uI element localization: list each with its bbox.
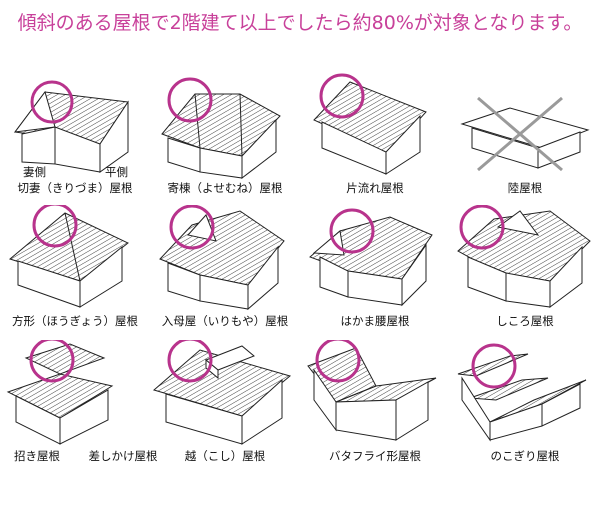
sawtooth-roof-illustration [450,340,600,450]
roof-label: 陸屋根 [450,180,600,196]
roof-label: 越（こし）屋根 [150,448,300,464]
roof-hakamagoshi: はかま腰屋根 [300,205,450,355]
roof-pyramid: 方形（ほうぎょう）屋根 [0,205,150,355]
eave-side-label: 平側 [105,164,128,180]
roof-label: しころ屋根 [450,313,600,329]
koshi-roof-illustration [150,340,300,450]
roof-hip: 寄棟（よせむね）屋根 [150,72,300,222]
maneki-roof-illustration [0,340,150,450]
roof-label: はかま腰屋根 [300,313,450,329]
roof-koshi: 越（こし）屋根 [150,340,300,490]
roof-label: 切妻（きりづま）屋根 [0,180,150,196]
roof-irimoya: 入母屋（いりもや）屋根 [150,205,300,355]
roof-butterfly: バタフライ形屋根 [300,340,450,490]
headline: 傾斜のある屋根で2階建て以上でしたら約80%が対象となります。 [0,8,600,38]
roof-label: のこぎり屋根 [450,448,600,464]
hakamagoshi-roof-illustration [300,205,450,315]
irimoya-roof-illustration [150,205,300,315]
butterfly-roof-illustration [300,340,450,450]
roof-label: バタフライ形屋根 [300,448,450,464]
shed-roof-illustration [300,72,450,182]
roof-shed: 片流れ屋根 [300,72,450,222]
roof-sawtooth: のこぎり屋根 [450,340,600,490]
shikoro-roof-illustration [450,205,600,315]
roof-flat: 陸屋根 [450,72,600,222]
pyramid-roof-illustration [0,205,150,315]
roof-shikoro: しころ屋根 [450,205,600,355]
roof-maneki-sashikake: 招き屋根 差しかけ屋根 [0,340,150,490]
roof-label: 方形（ほうぎょう）屋根 [0,313,150,329]
gable-end-label: 妻側 [23,164,46,180]
roof-label: 入母屋（いりもや）屋根 [150,313,300,329]
roof-gable: 妻側 平側 切妻（きりづま）屋根 [0,72,150,222]
flat-roof-illustration [450,72,600,182]
roof-label: 寄棟（よせむね）屋根 [150,180,300,196]
hip-roof-illustration [150,72,300,182]
roof-label: 片流れ屋根 [300,180,450,196]
